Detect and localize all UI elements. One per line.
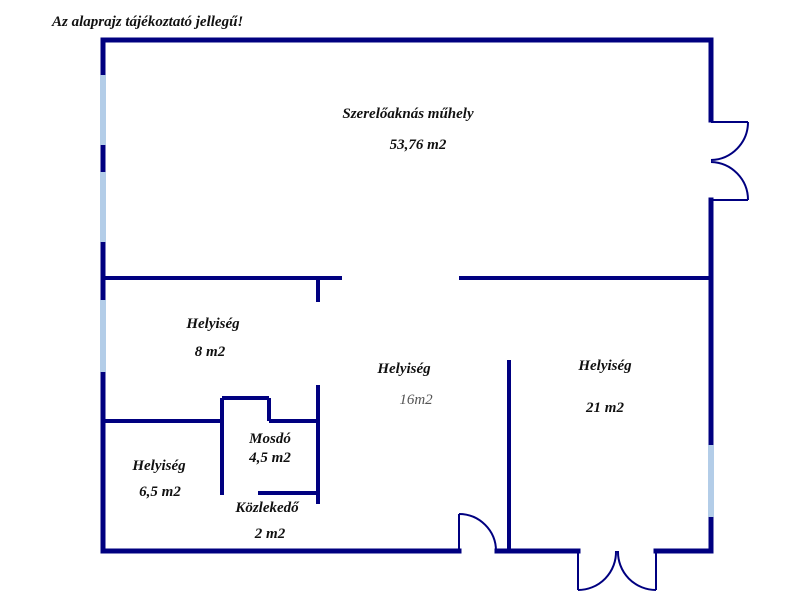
south-door	[458, 513, 497, 552]
window-west-3	[100, 300, 106, 372]
room-65-area: 6,5 m2	[139, 484, 181, 500]
corridor-name: Közlekedő	[234, 500, 300, 516]
window-west-1	[100, 75, 106, 145]
washroom-area: 4,5 m2	[248, 450, 291, 466]
window-east	[708, 445, 714, 517]
interior-walls	[103, 276, 711, 551]
window-west-2	[100, 172, 106, 242]
room-16-area: 16m2	[399, 392, 433, 408]
room-8-name: Helyiség	[185, 316, 240, 332]
corridor-area: 2 m2	[254, 526, 286, 542]
room-8-area: 8 m2	[195, 344, 226, 360]
room-65-name: Helyiség	[131, 458, 186, 474]
room-16-name: Helyiség	[376, 361, 431, 377]
east-double-door	[710, 121, 749, 201]
room-21-name: Helyiség	[577, 358, 632, 374]
workshop-area: 53,76 m2	[390, 137, 447, 153]
windows	[100, 75, 714, 517]
disclaimer-note: Az alaprajz tájékoztató jellegű!	[51, 14, 243, 30]
workshop-name: Szerelőaknás műhely	[342, 106, 474, 122]
room-21-area: 21 m2	[585, 400, 624, 416]
washroom-name: Mosdó	[248, 431, 291, 447]
south-double-door	[577, 550, 657, 591]
